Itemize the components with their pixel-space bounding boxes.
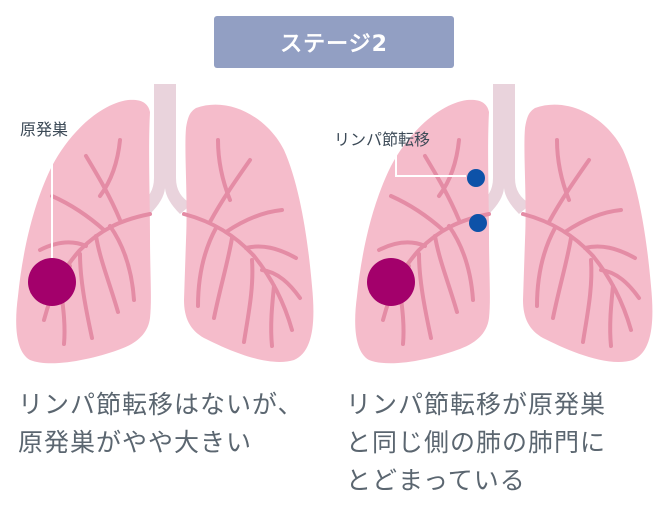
left-caption: リンパ節転移はないが、 原発巣がやや大きい xyxy=(18,386,304,462)
left-caption-line1: リンパ節転移はないが、 xyxy=(18,390,304,419)
lymph-node-upper xyxy=(467,169,485,187)
right-caption-line2: と同じ側の肺の肺門に xyxy=(346,428,607,457)
right-caption: リンパ節転移が原発巣 と同じ側の肺の肺門に とどまっている xyxy=(346,386,606,500)
right-caption-line1: リンパ節転移が原発巣 xyxy=(346,390,607,419)
stage-title: ステージ2 xyxy=(214,16,454,68)
label-leader-right xyxy=(395,148,466,177)
right-caption-line3: とどまっている xyxy=(346,466,526,495)
lymph-node-lower xyxy=(469,214,487,232)
lungs-right xyxy=(353,82,655,366)
left-caption-line2: 原発巣がやや大きい xyxy=(18,428,253,457)
primary-tumor-left xyxy=(28,258,76,306)
primary-tumor-right xyxy=(367,258,415,306)
lymph-node-label: リンパ節転移 xyxy=(334,130,431,149)
primary-tumor-label: 原発巣 xyxy=(20,120,69,139)
lungs-left xyxy=(14,82,316,366)
